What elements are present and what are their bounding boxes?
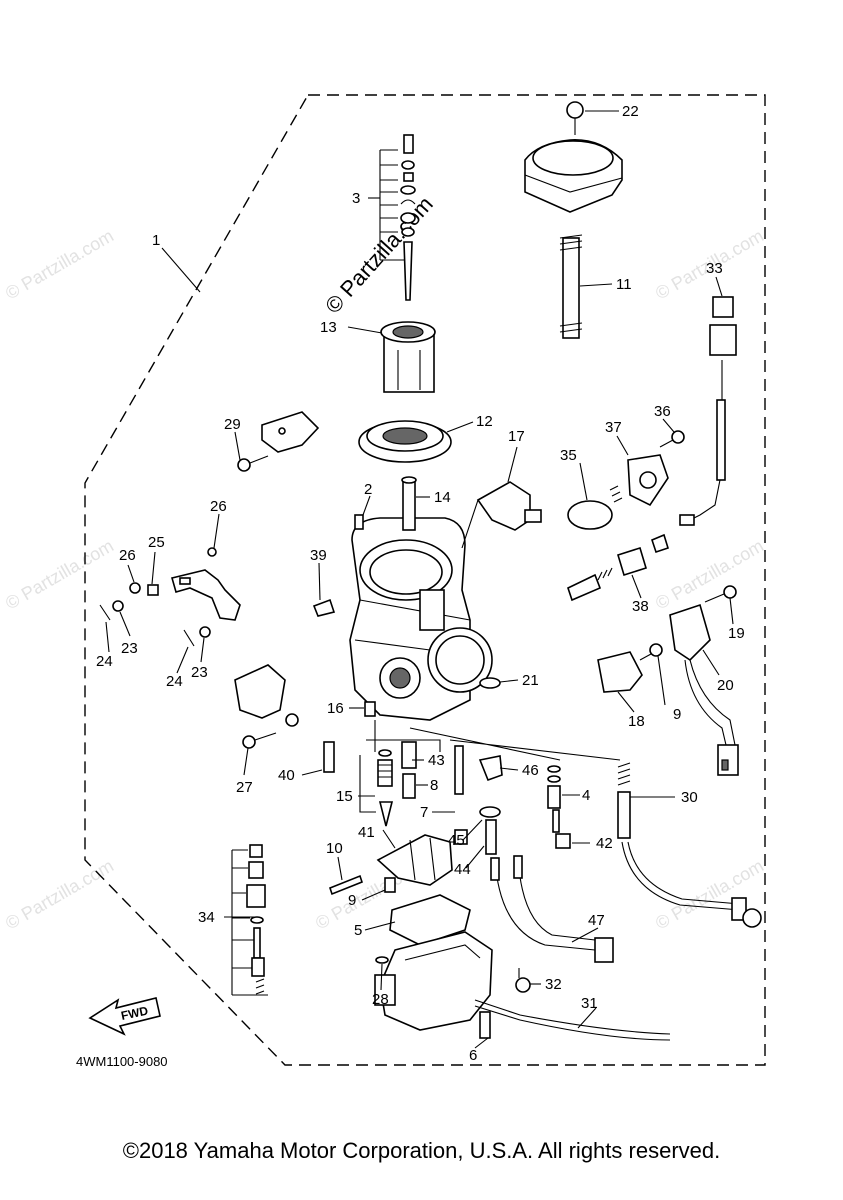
callout-11: 11 xyxy=(616,276,632,293)
callout-25: 25 xyxy=(148,534,165,551)
callout-31: 31 xyxy=(581,995,598,1012)
throttle-cable xyxy=(679,296,737,526)
callout-9: 9 xyxy=(673,706,681,723)
callout-42: 42 xyxy=(596,835,613,852)
callout-34: 34 xyxy=(198,909,215,926)
callout-38: 38 xyxy=(632,598,649,615)
pilot-screw-set xyxy=(231,844,268,996)
callout-28: 28 xyxy=(372,991,389,1008)
needle-jet xyxy=(354,476,417,531)
callout-12: 12 xyxy=(476,413,493,430)
callout-15: 15 xyxy=(336,788,353,805)
callout-8: 8 xyxy=(430,777,438,794)
callout-16: 16 xyxy=(327,700,344,717)
callout-40: 40 xyxy=(278,767,295,784)
callout-24: 24 xyxy=(96,653,113,670)
callout-3: 3 xyxy=(352,190,360,207)
callout-23: 23 xyxy=(191,664,208,681)
diaphragm xyxy=(358,420,452,463)
drain-hose xyxy=(490,855,614,963)
watermark-faint: © Partzilla.com xyxy=(2,535,117,613)
callout-17: 17 xyxy=(508,428,525,445)
float-assembly xyxy=(329,834,471,946)
callout-14: 14 xyxy=(434,489,451,506)
callout-26: 26 xyxy=(119,547,136,564)
watermark-faint: © Partzilla.com xyxy=(2,225,117,303)
callout-21: 21 xyxy=(522,672,539,689)
callout-20: 20 xyxy=(717,677,734,694)
callout-47: 47 xyxy=(588,912,605,929)
callout-43: 43 xyxy=(428,752,445,769)
watermark-faint: © Partzilla.com xyxy=(652,535,767,613)
piston-valve xyxy=(380,321,436,393)
watermark-partzilla: © Partzilla.com xyxy=(320,191,438,318)
diagram-code: 4WM1100-9080 xyxy=(76,1054,168,1069)
callout-24: 24 xyxy=(166,673,183,690)
callout-1: 1 xyxy=(152,232,160,249)
jets-and-screws xyxy=(323,701,621,855)
callout-37: 37 xyxy=(605,419,622,436)
vent-hose xyxy=(461,481,542,549)
fwd-label: FWD xyxy=(120,1003,150,1022)
throttle-stop-assembly xyxy=(567,430,685,602)
callout-46: 46 xyxy=(522,762,539,779)
jet-needle-set xyxy=(379,134,416,301)
callout-2: 2 xyxy=(364,481,372,498)
watermark-faint: © Partzilla.com xyxy=(2,855,117,933)
callout-18: 18 xyxy=(628,713,645,730)
callout-7: 7 xyxy=(420,804,428,821)
callout-32: 32 xyxy=(545,976,562,993)
callout-27: 27 xyxy=(236,779,253,796)
o-ring xyxy=(479,677,501,689)
copyright-notice: ©2018 Yamaha Motor Corporation, U.S.A. A… xyxy=(122,1138,721,1163)
callout-13: 13 xyxy=(320,319,337,336)
fwd-arrow-icon: FWD xyxy=(88,997,161,1036)
callout-10: 10 xyxy=(326,840,343,857)
callout-5: 5 xyxy=(354,922,362,939)
throttle-housing xyxy=(597,585,739,776)
leader-lines xyxy=(105,110,734,1049)
callout-9: 9 xyxy=(348,892,356,909)
top-cover-assembly xyxy=(524,101,623,339)
callout-6: 6 xyxy=(469,1047,477,1064)
linkage-parts xyxy=(99,547,336,749)
callout-4: 4 xyxy=(582,787,590,804)
choke-cable xyxy=(617,762,762,928)
callout-23: 23 xyxy=(121,640,138,657)
callout-26: 26 xyxy=(210,498,227,515)
callout-labels: 1 2 3 4 5 6 7 8 9 9 10 11 12 13 14 15 16… xyxy=(96,103,745,1064)
callout-22: 22 xyxy=(622,103,639,120)
callout-35: 35 xyxy=(560,447,577,464)
callout-39: 39 xyxy=(310,547,327,564)
callout-29: 29 xyxy=(224,416,241,433)
callout-30: 30 xyxy=(681,789,698,806)
callout-36: 36 xyxy=(654,403,671,420)
assembly-boundary xyxy=(84,94,766,1066)
throttle-bracket xyxy=(237,411,320,472)
callout-41: 41 xyxy=(358,824,375,841)
carburetor-body xyxy=(349,517,493,721)
callout-45: 45 xyxy=(448,832,465,849)
callout-33: 33 xyxy=(706,260,723,277)
callout-19: 19 xyxy=(728,625,745,642)
float-bowl xyxy=(374,931,671,1041)
callout-44: 44 xyxy=(454,861,471,878)
